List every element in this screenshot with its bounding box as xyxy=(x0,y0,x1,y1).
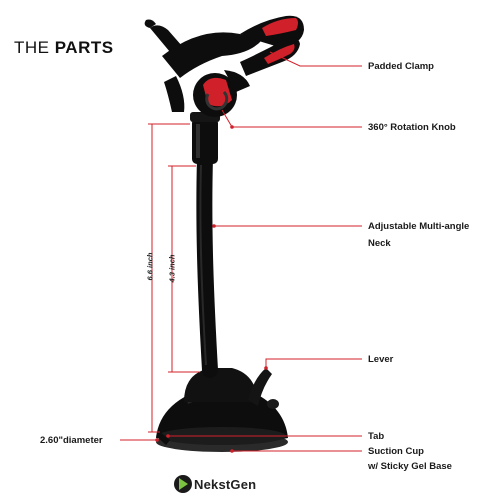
base-dome xyxy=(184,368,258,402)
gooseneck-neck xyxy=(196,150,218,378)
annotation-dots xyxy=(155,125,268,453)
rotation-knob xyxy=(190,112,220,164)
label-rotation-knob: 360° Rotation Knob xyxy=(368,122,456,133)
tab xyxy=(156,432,170,445)
label-sticky-gel-base: w/ Sticky Gel Base xyxy=(368,461,452,472)
label-tab: Tab xyxy=(368,431,385,442)
annotation-leaders xyxy=(120,51,362,452)
nekstgen-logo-icon xyxy=(174,475,192,493)
title-prefix: THE xyxy=(14,38,50,57)
label-padded-clamp: Padded Clamp xyxy=(368,61,434,72)
lever xyxy=(248,368,279,409)
brand-name: NekstGen xyxy=(194,477,257,492)
padded-clamp xyxy=(144,15,304,117)
label-lever: Lever xyxy=(368,354,394,365)
label-suction-cup: Suction Cup xyxy=(368,446,424,457)
dimension-overall-height: 6.6 inch xyxy=(145,252,155,281)
label-diameter: 2.60"diameter xyxy=(40,435,103,446)
label-neck-line2: Neck xyxy=(368,238,391,249)
label-neck-line1: Adjustable Multi-angle xyxy=(368,221,470,232)
dimension-neck-height: 4.3 inch xyxy=(167,254,177,283)
diagram-title: THE PARTS xyxy=(14,38,114,58)
title-bold: PARTS xyxy=(54,38,114,57)
